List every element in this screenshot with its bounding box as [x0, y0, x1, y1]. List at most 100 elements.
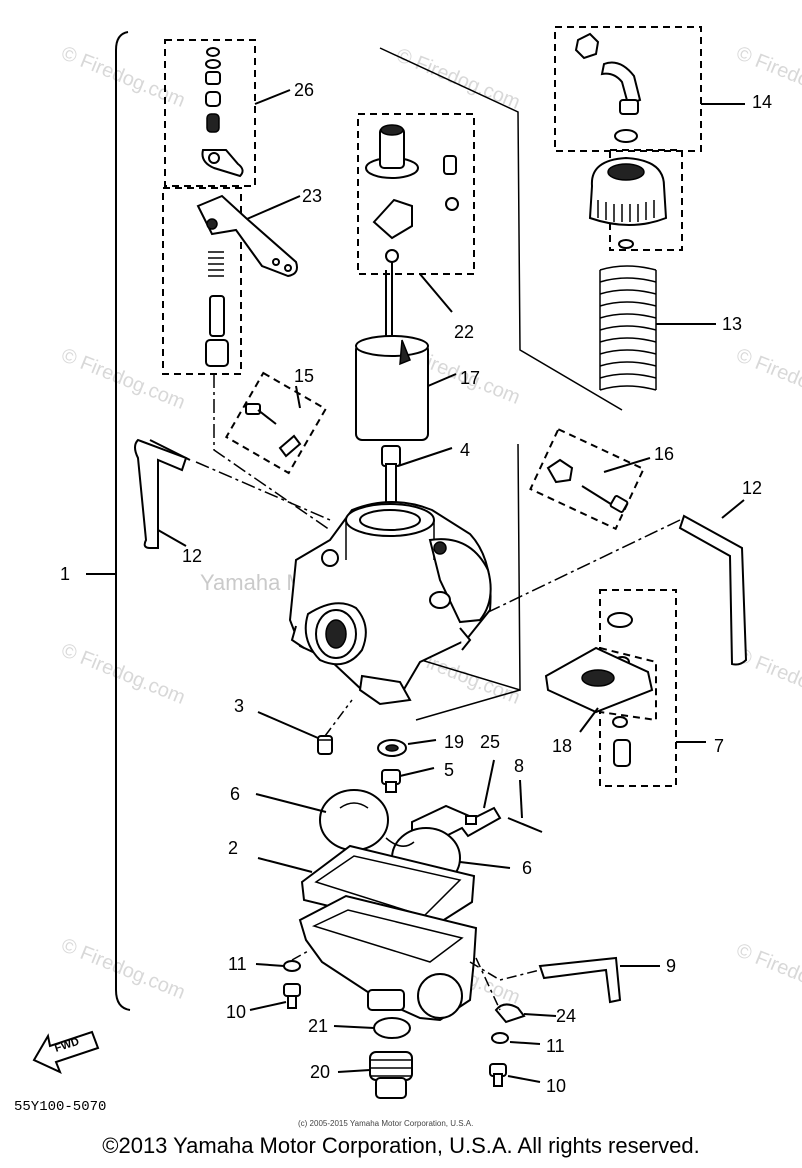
part-12-hose-left-body — [134, 438, 188, 549]
part-6-float-left — [319, 789, 389, 851]
part-11-washer — [283, 960, 301, 972]
callout-number: 7 — [714, 736, 724, 756]
leader-line — [257, 857, 313, 873]
leader-line — [399, 767, 435, 777]
callout-number: 26 — [294, 80, 314, 100]
callout-number: 21 — [308, 1016, 328, 1036]
group-box-16 — [529, 427, 645, 531]
callout-number: 19 — [444, 732, 464, 752]
group-box-23 — [162, 187, 242, 375]
part-14-cap — [574, 32, 668, 249]
callout-number: 15 — [294, 366, 314, 386]
group-box-22 — [357, 113, 475, 275]
callout-number: 25 — [480, 732, 500, 752]
watermark-text: © Firedog.com — [58, 344, 188, 414]
leader-line — [333, 1025, 375, 1029]
leader-line — [255, 793, 327, 813]
part-23-lever — [196, 194, 298, 367]
part-10-screw — [283, 983, 301, 1009]
callout-number: 12 — [182, 546, 202, 566]
leader-line — [397, 447, 453, 467]
connection-line — [324, 699, 353, 737]
leader-line — [255, 963, 285, 967]
part-float-chamber — [298, 894, 478, 1022]
callout-number: 14 — [752, 92, 772, 112]
leader-line — [419, 273, 453, 313]
leader-line — [603, 457, 651, 473]
callout-number: 11 — [546, 1036, 565, 1056]
part-21-o-ring — [373, 1017, 411, 1039]
part-16-screw — [546, 458, 629, 513]
callout-number: 1 — [60, 564, 70, 584]
group-box-15 — [224, 371, 328, 475]
callout-number: 20 — [310, 1062, 330, 1082]
leader-line — [507, 1075, 541, 1083]
leader-line — [509, 1041, 541, 1045]
leader-line — [483, 759, 495, 809]
leader-line — [249, 1001, 287, 1011]
callout-number: 11 — [228, 954, 247, 974]
fwd-arrow-icon: FWD — [32, 1030, 100, 1074]
part-19-washer — [377, 739, 407, 757]
watermark-text: © Firedog.com — [733, 939, 802, 1009]
gasket-inner — [314, 855, 462, 917]
copyright-footer: ©2013 Yamaha Motor Corporation, U.S.A. A… — [102, 1133, 700, 1158]
leader-line — [523, 1013, 557, 1017]
small-copyright: (c) 2005-2015 Yamaha Motor Corporation, … — [298, 1119, 473, 1128]
callout-number: 5 — [444, 760, 454, 780]
part-13-spring — [599, 265, 657, 391]
leader-line — [337, 1069, 371, 1073]
part-17-throttle-valve — [355, 335, 429, 441]
part-15-screw — [245, 403, 302, 458]
part-1-carburetor-body — [288, 501, 492, 706]
callout-number: 2 — [228, 838, 238, 858]
carburetor-exploded-diagram: © Firedog.com © Firedog.com © Firedog.co… — [14, 26, 802, 1128]
watermark-text: © Firedog.com — [733, 344, 802, 414]
callout-number: 8 — [514, 756, 524, 776]
callout-number: 6 — [522, 858, 532, 878]
callout-number: 10 — [546, 1076, 566, 1096]
leader-line — [427, 373, 457, 387]
callout-number: 22 — [454, 322, 474, 342]
part-26-stack — [201, 47, 244, 178]
connection-line — [379, 47, 623, 411]
watermark-text: © Firedog.com — [58, 934, 188, 1004]
part-10-screw — [489, 1063, 507, 1087]
diagram-code: 55Y100-5070 — [14, 1099, 106, 1115]
leader-line — [257, 711, 319, 739]
part-22-needle-set — [365, 124, 459, 400]
connection-line — [195, 461, 331, 521]
callout-number: 10 — [226, 1002, 246, 1022]
callout-number: 24 — [556, 1006, 576, 1026]
callout-number: 16 — [654, 444, 674, 464]
part-9-hose — [538, 956, 622, 1004]
callout-number: 18 — [552, 736, 572, 756]
watermark-text: © Firedog.com — [393, 44, 523, 114]
leader-line — [459, 861, 511, 869]
leader-line — [579, 707, 599, 733]
part-20-drain-plug — [369, 1051, 413, 1099]
part-3-screw — [317, 735, 333, 755]
watermark-text: © Firedog.com — [58, 42, 188, 112]
callout-number: 3 — [234, 696, 244, 716]
part-18-plate — [544, 646, 654, 714]
leader-line — [721, 499, 745, 519]
connection-line — [291, 949, 311, 961]
part-12-hose-right — [678, 514, 748, 666]
leader-line — [407, 739, 437, 745]
callout-number: 9 — [666, 956, 676, 976]
callout-number: 4 — [460, 440, 470, 460]
callout-layer: 1 2 3 4 5 6 6 7 8 9 10 10 11 11 12 12 13… — [60, 80, 772, 1096]
callout-number: 23 — [302, 186, 322, 206]
leader-line — [239, 195, 301, 223]
leader-line — [254, 89, 291, 105]
group-box-26 — [164, 39, 256, 187]
leader-line — [519, 779, 523, 819]
connection-line — [213, 374, 331, 531]
callout-number: 13 — [722, 314, 742, 334]
connection-line — [415, 689, 521, 721]
part-5-jet — [381, 769, 401, 793]
group-box-18 — [599, 647, 657, 722]
leader-line — [157, 529, 187, 547]
part-8-pin — [507, 817, 543, 833]
